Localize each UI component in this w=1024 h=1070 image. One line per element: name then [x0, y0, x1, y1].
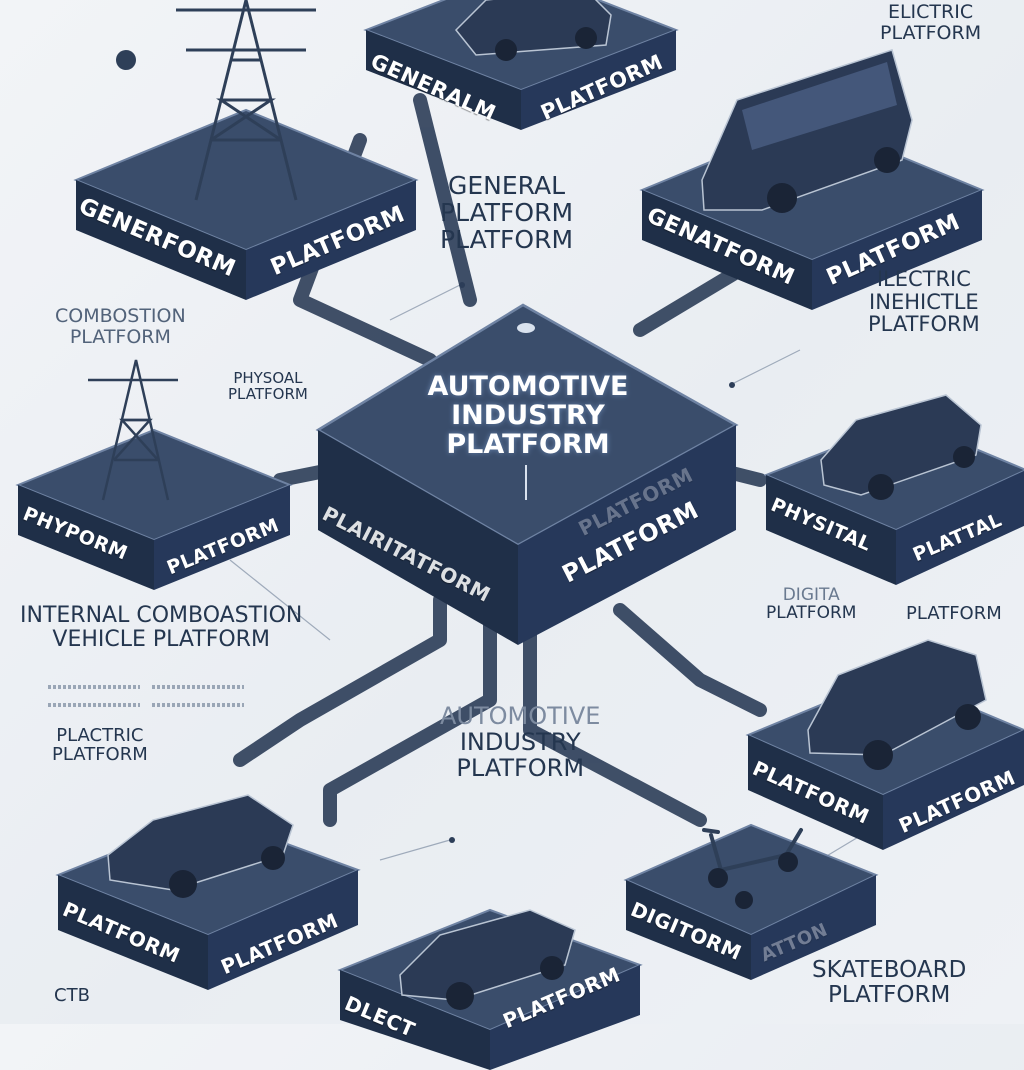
label-automotive-industry-platform-lower: AUTOMOTIVE INDUSTRY PLATFORM: [440, 702, 601, 782]
label-line: PLATFORM: [880, 21, 982, 44]
power-tower-icon: [88, 359, 178, 501]
label-plactric-platform: PLACTRIC PLATFORM: [52, 726, 148, 765]
label-line: PLATFORM: [440, 198, 574, 227]
label-internal-combustion-vehicle-platform: INTERNAL COMBOASTION VEHICLE PLATFORM: [20, 604, 302, 652]
label-line: PHYSOAL: [233, 369, 303, 387]
label-line: AUTOMOTIVE: [440, 702, 601, 730]
connector-lines: [229, 93, 872, 861]
car-icon: [807, 639, 987, 770]
car-icon: [820, 394, 982, 500]
scooter-icon: [702, 828, 803, 909]
platform-block-mid-left: PHYPORM PLATFORM: [15, 359, 293, 590]
label-line: COMBOSTION: [55, 305, 186, 327]
label-line: PLATFORM: [228, 385, 308, 404]
platform-block-top-right: GENATFORM PLATFORM: [639, 49, 985, 310]
label-line: PLATFORM: [456, 753, 585, 782]
power-tower-icon: [116, 0, 316, 201]
label-line: DIGITA: [782, 585, 840, 605]
van-icon: [701, 49, 913, 213]
label-electric-vehicle-platform: ILECTRIC INEHICTLE PLATFORM: [868, 268, 980, 336]
label-line: INTERNAL COMBOASTION: [20, 603, 303, 628]
platform-block-low-right: PLATFORM PLATFORM: [745, 635, 1024, 850]
title-line-1: AUTOMOTIVE: [427, 371, 629, 402]
platform-block-mid-right: PHYSITAL PLATTAL: [763, 385, 1024, 585]
label-electric-platform-top: ELICTRIC PLATFORM: [880, 2, 981, 43]
central-platform-block: AUTOMOTIVE INDUSTRY PLATFORM PLAIRITATFO…: [315, 300, 739, 645]
label-line: ILECTRIC: [876, 267, 971, 291]
label-line: PLATFORM: [827, 981, 951, 1008]
label-line: VEHICLE PLATFORM: [52, 626, 270, 652]
label-ctb: CTB: [54, 985, 90, 1006]
label-combustion-platform: COMBOSTION PLATFORM: [55, 306, 186, 347]
label-line: PLATFORM: [868, 312, 980, 337]
placeholder-text-lines: [48, 676, 318, 712]
title-line-3: PLATFORM: [446, 429, 610, 461]
label-line: PLATFORM: [440, 225, 574, 254]
title-line-2: INDUSTRY: [451, 400, 605, 432]
label-line: PLATFORM: [766, 603, 857, 624]
label-line: GENERAL: [447, 171, 566, 200]
label-general-platform: GENERAL PLATFORM PLATFORM: [440, 172, 573, 253]
platform-block-bottom-mid: DLECT PLATFORM: [337, 880, 643, 1070]
label-line: INDUSTRY: [459, 727, 581, 756]
label-line: SKATEBOARD: [812, 957, 967, 983]
label-digital-platform: DIGITA PLATFORM: [766, 586, 856, 623]
car-icon: [107, 794, 294, 898]
label-line: PLATFORM: [69, 325, 171, 348]
label-line: INEHICTLE: [869, 289, 979, 314]
label-line: ELICTRIC: [887, 1, 974, 23]
central-platform-title: AUTOMOTIVE INDUSTRY PLATFORM: [388, 371, 668, 461]
platform-block-top-left: GENERFORM PLATFORM: [73, 0, 419, 300]
label-physical-platform: PHYSOAL PLATFORM: [228, 369, 308, 404]
car-icon: [454, 0, 612, 61]
label-line: PLATFORM: [52, 744, 148, 766]
platform-block-top-mid: GENERALM PLATFORM: [363, 0, 679, 130]
platform-block-bottom-right: DIGITORM ATTON: [623, 800, 879, 980]
label-platform-right: PLATFORM: [906, 603, 1002, 624]
platform-block-bottom-left: PLATFORM PLATFORM: [55, 780, 361, 990]
car-icon: [399, 909, 576, 1010]
label-line: PLACTRIC: [56, 725, 144, 746]
label-skateboard-platform: SKATEBOARD PLATFORM: [812, 958, 966, 1008]
